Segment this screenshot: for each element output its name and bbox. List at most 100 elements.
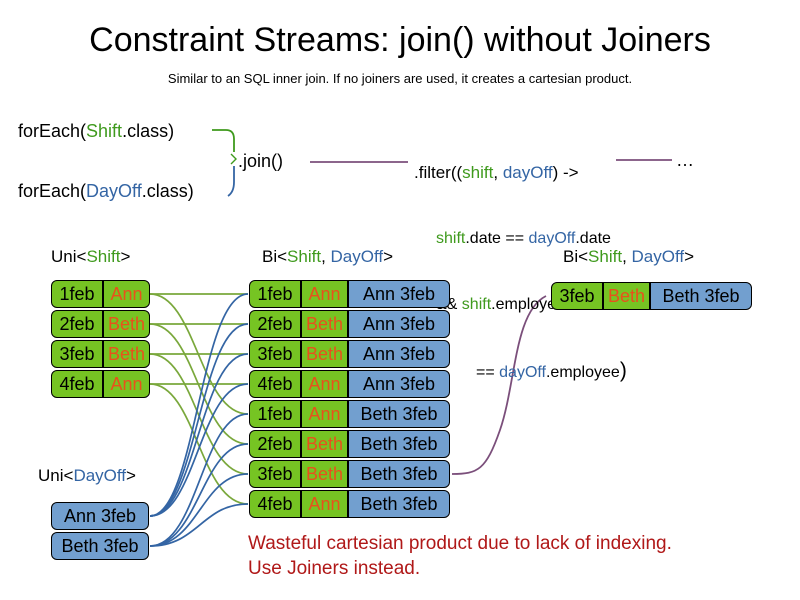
- cell-dayoff-pair: Ann 3feb: [348, 340, 450, 368]
- warning-text: Wasteful cartesian product due to lack o…: [248, 533, 672, 579]
- cell-dayoff-pair: Ann 3feb: [348, 280, 450, 308]
- cell-shift-date: 3feb: [249, 460, 301, 488]
- caption-bi-right-post: >: [684, 247, 695, 266]
- cell-shift-employee: Beth: [103, 340, 150, 368]
- filter-line-2: shift.date == dayOff.date: [414, 228, 627, 250]
- caption-bi-right-type1: Shift: [588, 247, 623, 266]
- cell-shift-date: 2feb: [249, 430, 301, 458]
- cell-dayoff-pair: Beth 3feb: [650, 282, 752, 310]
- cell-dayoff-pair: Beth 3feb: [51, 532, 149, 560]
- filter-line-4: == dayOff.employee): [414, 360, 627, 384]
- filter-arrow: ) ->: [552, 163, 579, 182]
- cell-dayoff-pair: Ann 3feb: [348, 310, 450, 338]
- cell-shift-date: 1feb: [249, 280, 301, 308]
- cell-shift-date: 3feb: [551, 282, 603, 310]
- caption-uni-dayoff: Uni<DayOff>: [38, 466, 136, 486]
- code-join-call: .join(): [238, 151, 284, 171]
- cell-dayoff-pair: Beth 3feb: [348, 490, 450, 518]
- cell-shift-employee: Beth: [301, 310, 348, 338]
- caption-bi-middle: Bi<Shift, DayOff>: [262, 247, 393, 267]
- foreach-shift-suffix: .class): [122, 121, 175, 141]
- cell-shift-date: 2feb: [51, 310, 103, 338]
- filter-l4-eq: ==: [476, 364, 500, 381]
- cell-shift-employee: Beth: [301, 340, 348, 368]
- cell-dayoff-pair: Beth 3feb: [348, 460, 450, 488]
- cell-shift-employee: Beth: [603, 282, 650, 310]
- tuple-row[interactable]: Beth 3feb: [51, 532, 149, 560]
- tuple-row[interactable]: Ann 3feb: [51, 502, 149, 530]
- foreach-shift-type: Shift: [86, 121, 123, 141]
- cell-shift-date: 3feb: [51, 340, 103, 368]
- foreach-shift-prefix: forEach(: [18, 121, 87, 141]
- filter-l2-dayoff: dayOff: [528, 230, 576, 247]
- filter-comma: ,: [493, 163, 503, 182]
- caption-uni-shift-post: >: [120, 247, 131, 266]
- caption-bi-right-pre: Bi<: [563, 247, 589, 266]
- page-title: Constraint Streams: join() without Joine…: [89, 21, 711, 59]
- filter-l2-shift: shift: [436, 230, 466, 247]
- foreach-dayoff-suffix: .class): [141, 181, 194, 201]
- cell-shift-date: 4feb: [249, 490, 301, 518]
- cell-shift-employee: Beth: [301, 430, 348, 458]
- filter-param-shift: shift: [462, 163, 494, 182]
- cell-dayoff-pair: Beth 3feb: [348, 430, 450, 458]
- caption-bi-mid-post: >: [383, 247, 394, 266]
- caption-bi-right-type2: DayOff: [631, 247, 685, 266]
- cell-shift-employee: Ann: [301, 400, 348, 428]
- caption-bi-mid-type2: DayOff: [330, 247, 384, 266]
- code-foreach-shift: forEach(Shift.class): [18, 120, 174, 142]
- caption-bi-right-sep: ,: [622, 247, 632, 266]
- foreach-dayoff-prefix: forEach(: [18, 181, 87, 201]
- cell-dayoff-pair: Beth 3feb: [348, 400, 450, 428]
- caption-uni-dayoff-post: >: [126, 466, 136, 485]
- caption-uni-shift-pre: Uni<: [51, 247, 87, 266]
- filter-close-paren: ): [619, 359, 627, 382]
- code-ellipsis: …: [676, 150, 694, 170]
- cell-shift-date: 3feb: [249, 340, 301, 368]
- caption-uni-dayoff-type: DayOff: [73, 466, 127, 485]
- cell-dayoff-pair: Ann 3feb: [51, 502, 149, 530]
- cell-shift-date: 2feb: [249, 310, 301, 338]
- filter-head: .filter((: [414, 163, 463, 182]
- cell-shift-employee: Ann: [301, 280, 348, 308]
- cell-shift-employee: Ann: [301, 370, 348, 398]
- cell-dayoff-pair: Ann 3feb: [348, 370, 450, 398]
- foreach-dayoff-type: DayOff: [86, 181, 142, 201]
- page-subtitle: Similar to an SQL inner join. If no join…: [167, 71, 633, 86]
- caption-uni-shift: Uni<Shift>: [51, 247, 130, 267]
- cell-shift-employee: Ann: [103, 280, 150, 308]
- filter-l3-shift: shift: [461, 296, 492, 313]
- filter-l2-date-eq: .date ==: [465, 230, 529, 247]
- filter-l2-date: .date: [575, 230, 611, 247]
- caption-bi-mid-type1: Shift: [287, 247, 322, 266]
- caption-bi-right: Bi<Shift, DayOff>: [563, 247, 694, 267]
- caption-uni-shift-type: Shift: [86, 247, 121, 266]
- filter-l3-employee: .employee: [491, 296, 565, 313]
- filter-line-1: .filter((shift, dayOff) ->: [414, 162, 627, 184]
- cell-shift-employee: Beth: [103, 310, 150, 338]
- caption-bi-mid-sep: ,: [321, 247, 331, 266]
- cell-shift-date: 1feb: [51, 280, 103, 308]
- cell-shift-date: 1feb: [249, 400, 301, 428]
- cell-shift-employee: Ann: [301, 490, 348, 518]
- caption-uni-dayoff-pre: Uni<: [38, 466, 74, 485]
- filter-param-dayoff: dayOff: [502, 163, 553, 182]
- caption-bi-mid-pre: Bi<: [262, 247, 288, 266]
- cell-shift-employee: Beth: [301, 460, 348, 488]
- cell-shift-employee: Ann: [103, 370, 150, 398]
- cell-shift-date: 4feb: [51, 370, 103, 398]
